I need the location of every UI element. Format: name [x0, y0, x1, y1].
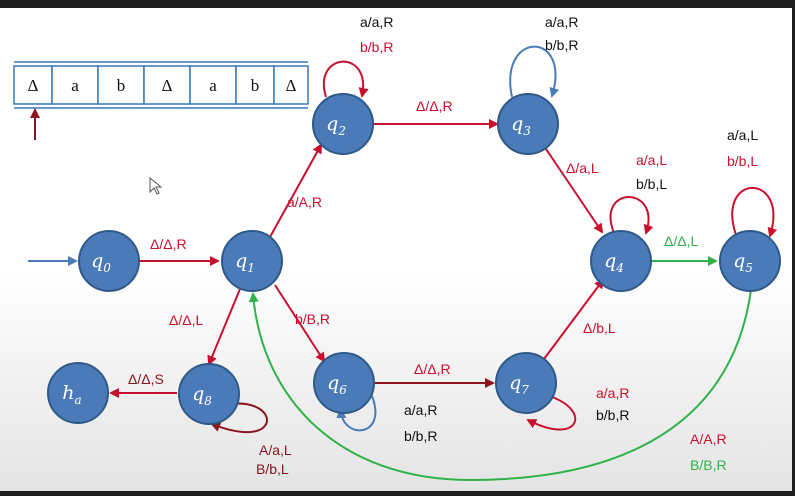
edge-label: b/b,R: [404, 428, 437, 444]
edge-label: b/b,R: [596, 407, 629, 423]
edge-q8-loop: A/a,L B/b,L: [210, 402, 292, 477]
edge-label: a/a,R: [596, 385, 629, 401]
state-q7: q7: [495, 352, 557, 414]
svg-text:ha: ha: [62, 382, 81, 407]
state-q6: q6: [313, 352, 375, 414]
edge-q6-q7: Δ/Δ,R: [375, 361, 495, 388]
edge-label: a/A,R: [287, 194, 322, 210]
edge-q1-q8: Δ/Δ,L: [169, 288, 241, 366]
svg-text:q8: q8: [192, 383, 212, 408]
edge-q4-loop: a/a,L b/b,L: [609, 152, 667, 235]
window-frame-top: [0, 0, 795, 8]
edge-label: A/a,L: [259, 442, 292, 458]
edge-q6-loop: a/a,R b/b,R: [336, 395, 437, 444]
svg-text:q6: q6: [327, 372, 347, 397]
edge-q0-q1: Δ/Δ,R: [139, 236, 220, 266]
edge-label: Δ/Δ,L: [169, 312, 203, 328]
tape-cell: b: [97, 65, 145, 105]
state-q0: q0: [78, 230, 140, 292]
edge-q3-loop: a/a,R b/b,R: [509, 14, 578, 98]
svg-text:q7: q7: [509, 372, 529, 397]
mouse-cursor-icon: [149, 176, 163, 195]
edge-label: b/B,R: [295, 311, 330, 327]
edge-q1-q6: b/B,R: [274, 284, 330, 363]
svg-text:q2: q2: [326, 113, 346, 138]
edge-label: b/b,L: [727, 153, 758, 169]
tape-cell-symbol: Δ: [162, 76, 173, 95]
edge-label: A/A,R: [690, 431, 727, 447]
edge-label: a/a,R: [360, 14, 393, 30]
edge-label: b/b,L: [636, 176, 667, 192]
tape-cell: Δ: [13, 65, 53, 105]
state-q3: q3: [497, 93, 559, 155]
tape-cell: a: [51, 65, 99, 105]
edge-q7-q4: Δ/b,L: [543, 278, 616, 360]
edge-label: Δ/Δ,R: [416, 98, 453, 114]
tape-cell-symbol: Δ: [28, 76, 39, 95]
tape-cell: Δ: [143, 65, 191, 105]
window-frame-right: [792, 0, 795, 496]
state-q4: q4: [590, 230, 652, 292]
tape-cell-symbol: b: [117, 76, 126, 95]
edge-q1-q2: a/A,R: [269, 143, 322, 238]
edge-label: a/a,L: [636, 152, 667, 168]
edge-q3-q4: Δ/a,L: [543, 145, 604, 234]
edge-q2-q3: Δ/Δ,R: [374, 98, 499, 129]
svg-text:q1: q1: [235, 250, 255, 275]
svg-text:q4: q4: [604, 250, 624, 275]
edge-q4-q5: Δ/Δ,L: [651, 233, 718, 266]
state-q8: q8: [178, 363, 240, 425]
edge-q5-q1: A/A,R B/B,R: [248, 289, 752, 482]
tape-cell: b: [235, 65, 275, 105]
edge-label: Δ/Δ,L: [664, 233, 698, 249]
window-frame-bottom: [0, 491, 795, 496]
tape-cell: a: [189, 65, 237, 105]
svg-text:q3: q3: [511, 113, 531, 138]
edge-label: a/a,L: [727, 127, 758, 143]
edge-q7-loop: a/a,R b/b,R: [526, 385, 629, 431]
state-q5: q5: [719, 230, 781, 292]
edge-label: Δ/Δ,R: [414, 361, 451, 377]
edge-label: b/b,R: [545, 37, 578, 53]
tape-cell-symbol: b: [251, 76, 260, 95]
edge-q8-ha: Δ/Δ,S: [109, 371, 177, 398]
state-q2: q2: [312, 93, 374, 155]
edge-label: Δ/Δ,S: [128, 371, 164, 387]
edge-label: B/B,R: [690, 457, 727, 473]
edge-q5-loop: a/a,L b/b,L: [727, 127, 778, 238]
svg-text:q0: q0: [91, 250, 111, 275]
edge-label: Δ/Δ,R: [150, 236, 187, 252]
tape-cell-symbol: Δ: [286, 76, 297, 95]
tape-cell-symbol: a: [71, 76, 79, 95]
state-ha: ha: [47, 362, 109, 424]
edge-label: a/a,R: [545, 14, 578, 30]
edge-label: B/b,L: [256, 461, 289, 477]
edge-q2-loop: a/a,R b/b,R: [323, 14, 393, 98]
tape-cell-symbol: a: [209, 76, 217, 95]
edge-label: Δ/b,L: [583, 320, 616, 336]
tape-cell: Δ: [273, 65, 309, 105]
edge-label: b/b,R: [360, 39, 393, 55]
state-q1: q1: [221, 230, 283, 292]
edge-label: a/a,R: [404, 402, 437, 418]
tape: Δ a b Δ a b Δ: [13, 61, 309, 140]
edge-label: Δ/a,L: [566, 160, 599, 176]
svg-text:q5: q5: [733, 250, 753, 275]
